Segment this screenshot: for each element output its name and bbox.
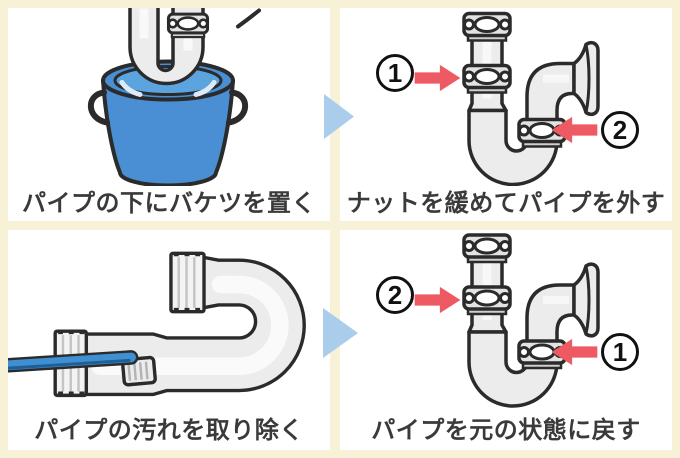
bucket-under-pipe-illustration: [8, 8, 330, 186]
p-trap-graphic: [340, 8, 672, 186]
cleaning-brush: [8, 350, 157, 387]
step-caption: パイプを元の状態に戻す: [371, 417, 641, 444]
panel-loosen-nuts: 1 2 ナットを緩めてパイプを外す: [340, 8, 672, 221]
panel-clean-pipe: パイプの汚れを取り除く: [8, 230, 330, 450]
panel-place-bucket: パイプの下にバケツを置く: [8, 8, 330, 221]
red-arrow-right-icon: [414, 286, 461, 314]
p-trap-illustration: 1 2: [340, 8, 672, 186]
red-arrow-right-icon: [414, 64, 461, 92]
pipe-brush-graphic: [8, 251, 306, 398]
step-number-badge: 2: [601, 111, 639, 149]
step-number-badge: 1: [601, 333, 639, 371]
step-caption: ナットを緩めてパイプを外す: [346, 190, 666, 217]
p-trap-graphic: [340, 230, 672, 409]
pipe-brush-illustration: [8, 230, 330, 409]
threaded-coupling-top: [169, 251, 206, 314]
bucket-scene-graphic: [87, 8, 261, 186]
bucket-handle-left: [87, 89, 110, 126]
red-arrow-left-icon: [551, 116, 598, 144]
next-step-arrow-icon: [324, 94, 354, 139]
brush-handle: [8, 352, 136, 371]
red-arrow-left-icon: [551, 338, 598, 366]
step-number-badge: 2: [376, 276, 414, 314]
panel-restore-pipe: 2 1 パイプを元の状態に戻す: [340, 230, 672, 450]
step-number-badge: 1: [376, 54, 414, 92]
step-caption: パイプの下にバケツを置く: [22, 190, 316, 217]
steps-grid: パイプの下にバケツを置く 1 2 ナットを緩めてパイプを外す: [8, 8, 672, 450]
p-trap-illustration: 2 1: [340, 230, 672, 409]
step-caption: パイプの汚れを取り除く: [34, 417, 304, 444]
bucket-body: [101, 78, 235, 186]
bucket-handle-right: [226, 89, 249, 126]
pipe-nut: [166, 12, 210, 39]
next-step-arrow-icon: [323, 308, 358, 358]
